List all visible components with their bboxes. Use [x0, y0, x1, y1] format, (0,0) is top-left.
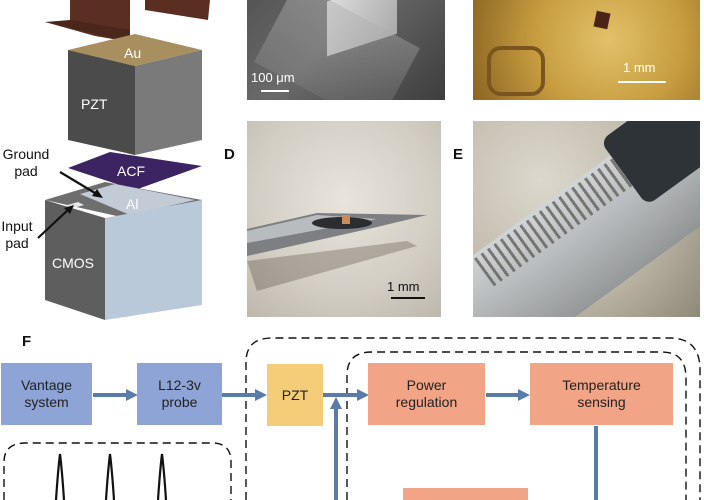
panel-letter-e: E — [453, 146, 464, 163]
needle-illustration — [247, 213, 427, 291]
panel-a-stack-diagram: Au PZT ACF Al CMOS Ground pad Input pad — [0, 0, 230, 320]
block-vantage-system: Vantage system — [1, 363, 92, 425]
electrode-sheet-right — [145, 0, 210, 20]
layer-label-pzt: PZT — [81, 96, 108, 112]
scalebar-line-b — [261, 90, 289, 92]
scalebar-line-d — [391, 297, 425, 299]
ground-pad-label: Ground pad — [2, 146, 50, 179]
scalebar-line-c — [618, 81, 666, 83]
cmos-front-face — [45, 200, 105, 320]
pulse-2 — [104, 453, 116, 500]
pzt-front-face — [68, 50, 135, 155]
dashed-region-waveform — [3, 442, 232, 500]
panel-d-needle-image: 1 mm — [247, 121, 441, 317]
acf-film — [68, 152, 202, 190]
block-label-vantage: Vantage system — [20, 377, 73, 410]
scalebar-label-b: 100 μm — [251, 70, 295, 85]
block-label-probe: L12-3v probe — [158, 377, 201, 410]
dashed-region-cmos — [346, 351, 687, 500]
al-pad — [80, 184, 195, 215]
panel-e-syringe-image — [473, 121, 700, 317]
stack-illustration — [37, 0, 210, 320]
panel-letter-f: F — [22, 333, 32, 350]
block-temperature-sensing: Temperature sensing — [530, 363, 673, 425]
input-pad-label: Input pad — [1, 218, 33, 251]
scalebar-label-c: 1 mm — [623, 60, 656, 75]
coin-letter-relief — [487, 46, 545, 96]
block-label-pzt: PZT — [281, 386, 309, 403]
block-label-power: Power regulation — [395, 377, 458, 410]
scalebar-label-d: 1 mm — [387, 279, 420, 294]
dashed-region-implant — [245, 337, 701, 500]
panel-b-sem-image: 100 μm — [247, 0, 445, 100]
layer-label-acf: ACF — [117, 163, 145, 179]
pulse-3 — [156, 453, 168, 500]
panel-letter-d: D — [224, 146, 235, 163]
panel-c-coin-image: 1 mm — [473, 0, 700, 100]
block-pzt: PZT — [267, 364, 323, 426]
block-power-regulation: Power regulation — [368, 363, 485, 425]
block-partial-bottom — [403, 488, 528, 500]
pulse-waveform — [54, 453, 168, 500]
layer-label-al: Al — [126, 196, 139, 212]
layer-label-cmos: CMOS — [52, 255, 94, 271]
block-label-temp: Temperature sensing — [562, 377, 641, 410]
block-l12-3v-probe: L12-3v probe — [137, 363, 222, 425]
layer-label-au: Au — [124, 45, 142, 61]
pulse-1 — [54, 453, 66, 500]
